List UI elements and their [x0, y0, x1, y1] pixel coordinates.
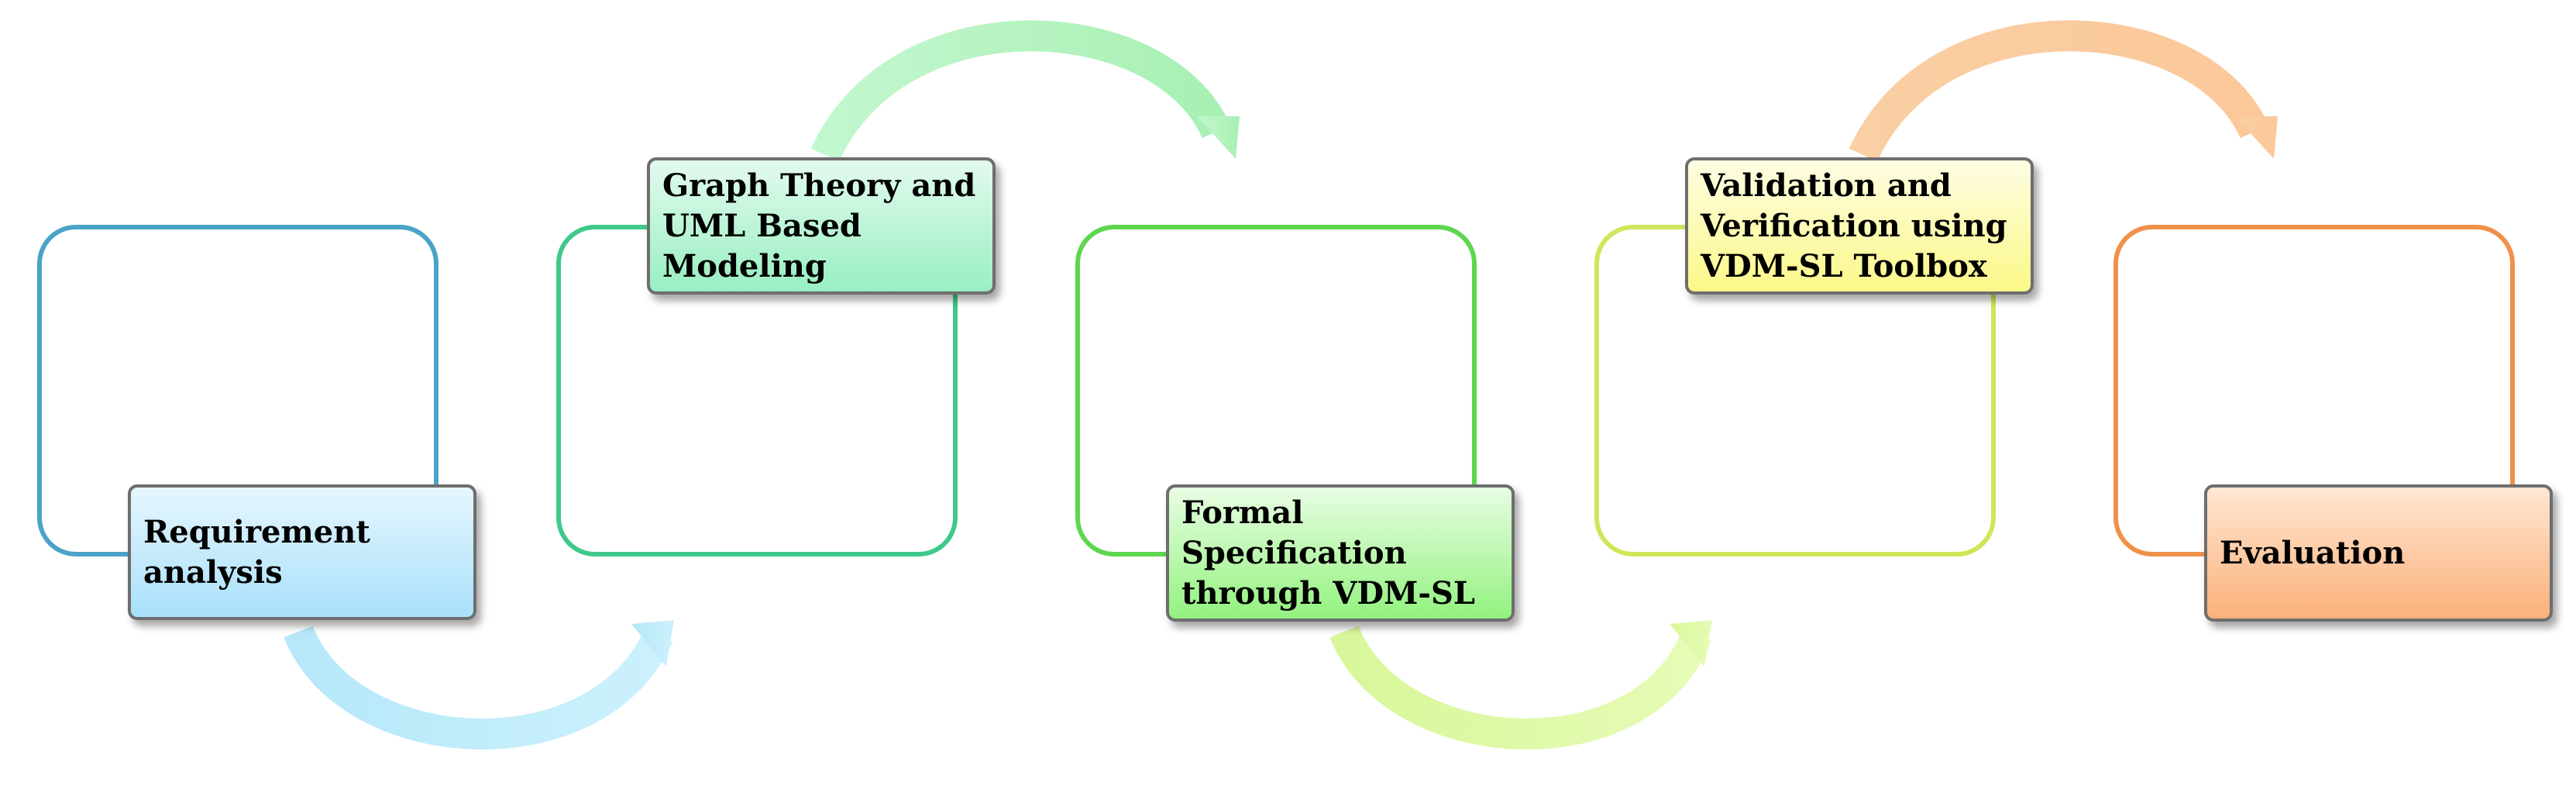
arrow-2-to-3 [810, 20, 1240, 162]
step-box-validation-verification: Validation and Verification using VDM-SL… [1685, 157, 2034, 295]
arrow-3-to-4 [1329, 620, 1712, 750]
step-label: Validation and Verification using VDM-SL… [1701, 167, 2007, 284]
step-box-evaluation: Evaluation [2204, 484, 2553, 622]
step-box-requirement-analysis: Requirement analysis [128, 484, 476, 620]
arrow-1-to-2 [284, 620, 674, 750]
step-label: Formal Specification through VDM-SL [1181, 494, 1475, 612]
step-box-graph-theory-uml: Graph Theory and UML Based Modeling [647, 157, 996, 295]
step-box-formal-specification: Formal Specification through VDM-SL [1166, 484, 1515, 622]
step-label: Evaluation [2220, 534, 2406, 571]
step-label: Graph Theory and UML Based Modeling [662, 167, 976, 284]
arrow-4-to-5 [1849, 20, 2278, 162]
step-label: Requirement analysis [143, 513, 370, 591]
